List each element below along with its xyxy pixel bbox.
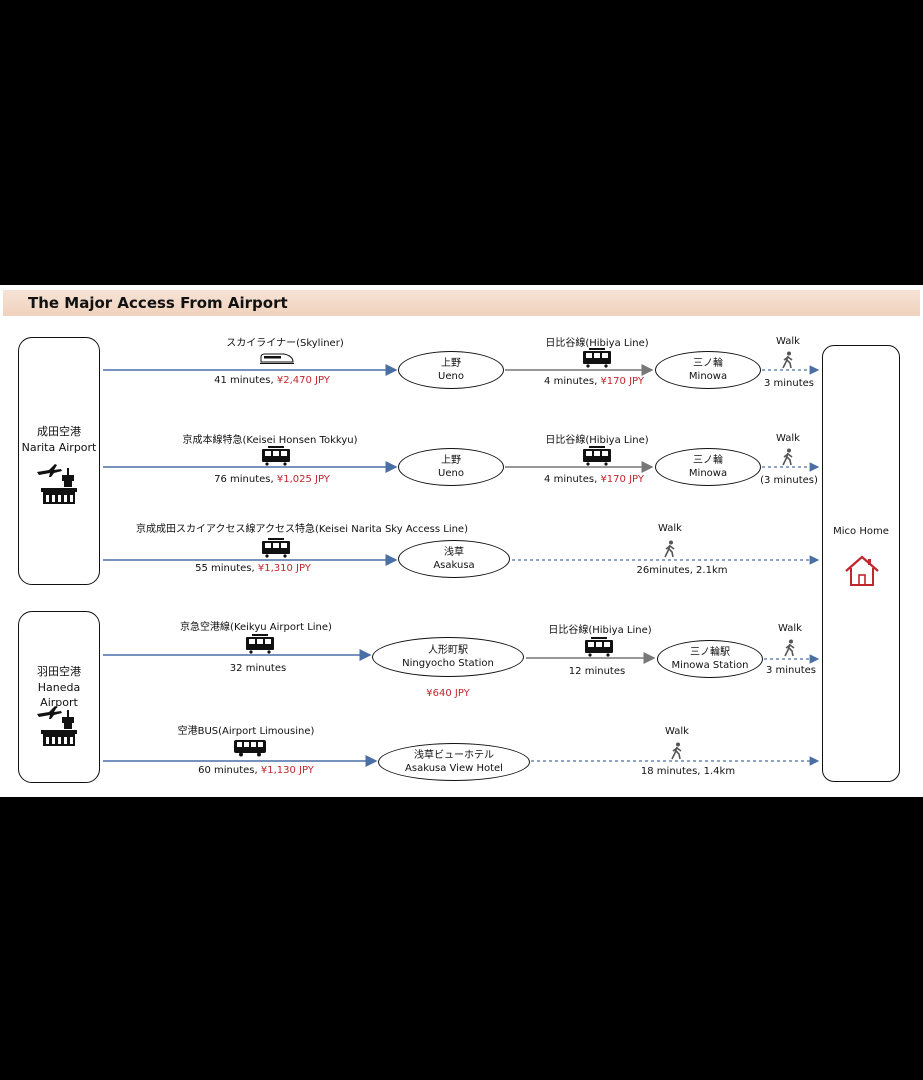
narita-airport-box: 成田空港 Narita Airport — [18, 337, 100, 585]
narita-en-label: Narita Airport — [21, 441, 97, 454]
r2-leg1-name: 京成本線特急(Keisei Honsen Tokkyu) — [182, 435, 358, 446]
bullet-train-icon — [260, 353, 294, 364]
r3-walk-label: Walk — [658, 523, 682, 534]
r2-walk-label: Walk — [776, 433, 800, 444]
r3-leg1-fare: 55 minutes, ¥1,310 JPY — [195, 563, 311, 574]
walking-person-icon — [784, 639, 795, 657]
r2-leg1-fare: 76 minutes, ¥1,025 JPY — [214, 474, 330, 485]
r4-walk-time: 3 minutes — [765, 665, 817, 676]
r1-leg1-name: スカイライナー(Skyliner) — [226, 338, 344, 349]
walking-person-icon — [782, 351, 793, 369]
r3-leg1-name: 京成成田スカイアクセス線アクセス特急(Keisei Narita Sky Acc… — [136, 524, 468, 535]
bus-icon — [234, 740, 266, 757]
r2-leg2-fare: 4 minutes, ¥170 JPY — [544, 474, 644, 485]
r3-walk-time: 26minutes, 2.1km — [636, 565, 728, 576]
r4-leg1-name: 京急空港線(Keikyu Airport Line) — [180, 622, 332, 633]
r1-walk-time: 3 minutes — [763, 378, 815, 389]
r4-leg1-time: 32 minutes — [229, 663, 287, 674]
walking-person-icon — [782, 448, 793, 466]
r5-leg1-name: 空港BUS(Airport Limousine) — [177, 726, 315, 737]
r2-walk-time: (3 minutes) — [760, 475, 818, 486]
train-icon — [262, 446, 290, 466]
r4-leg2-time: 12 minutes — [568, 666, 626, 677]
train-icon — [262, 538, 290, 558]
r4-walk-label: Walk — [778, 623, 802, 634]
airport-icon — [37, 706, 77, 746]
train-icon — [246, 634, 274, 654]
mico-home-label: Mico Home — [833, 526, 889, 537]
haneda-airport-box: 羽田空港 Haneda Airport — [18, 611, 100, 783]
train-icon — [583, 446, 611, 466]
r1-leg1-fare: 41 minutes, ¥2,470 JPY — [214, 375, 330, 386]
haneda-jp-label: 羽田空港 — [37, 665, 81, 678]
train-icon — [585, 637, 613, 657]
airport-icon — [37, 464, 77, 504]
walking-person-icon — [664, 540, 675, 558]
r5-walk-time: 18 minutes, 1.4km — [640, 766, 736, 777]
r1-leg2-fare: 4 minutes, ¥170 JPY — [544, 376, 644, 387]
r4-price: ¥640 JPY — [426, 688, 470, 699]
mico-home-box: Mico Home — [822, 345, 900, 782]
header-bar: The Major Access From Airport — [3, 290, 920, 316]
access-diagram: The Major Access From Airport — [0, 285, 923, 797]
r5-leg1-fare: 60 minutes, ¥1,130 JPY — [198, 765, 314, 776]
house-icon — [845, 555, 879, 586]
r2-leg2-name: 日比谷線(Hibiya Line) — [545, 435, 649, 446]
walking-person-icon — [671, 742, 682, 760]
page-title: The Major Access From Airport — [28, 294, 288, 312]
route-lines — [103, 364, 820, 767]
r4-leg2-name: 日比谷線(Hibiya Line) — [548, 625, 652, 636]
haneda-en-label: Haneda Airport — [37, 681, 81, 709]
r5-walk-label: Walk — [665, 726, 689, 737]
narita-jp-label: 成田空港 — [37, 425, 81, 438]
train-icon — [583, 348, 611, 368]
r1-walk-label: Walk — [776, 336, 800, 347]
r1-leg2-name: 日比谷線(Hibiya Line) — [545, 338, 649, 349]
